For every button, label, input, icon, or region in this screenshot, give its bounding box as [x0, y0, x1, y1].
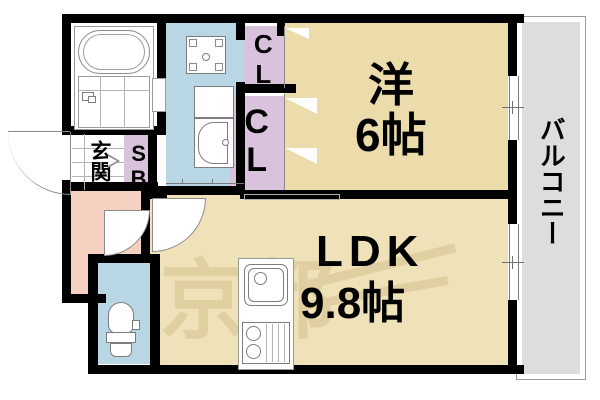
- genkan-step-2: [72, 162, 124, 163]
- label-closet-lower: CL: [237, 103, 276, 179]
- washroom-threshold-tick-2: [212, 179, 213, 184]
- wall-closet-divider: [236, 84, 296, 93]
- label-ldk-size: 9.8帖: [300, 279, 406, 328]
- wall-sb-right: [148, 126, 157, 191]
- closet-folding-door-icon-2[interactable]: [285, 98, 317, 130]
- genkan-step-1: [72, 148, 124, 149]
- balcony-sliding-mullion-v2: [512, 256, 513, 269]
- stove-grate-4: [284, 324, 285, 362]
- room-closet-upper: [244, 26, 284, 88]
- label-ldk: LDK: [316, 227, 425, 276]
- wall-6jo-ldk-divider: [340, 190, 516, 199]
- wm-corner-tl: [189, 39, 197, 47]
- kitchen-faucet-icon: [254, 272, 267, 285]
- closet-upper-door-line: [284, 26, 286, 88]
- balcony-sliding-mullion-v: [512, 101, 513, 114]
- balcony-sliding-mullion-2: [502, 262, 524, 263]
- bathtub-inner-icon: [83, 34, 145, 70]
- balcony-sliding-door-icon[interactable]: [509, 76, 519, 140]
- wall-right-upper: [508, 14, 517, 76]
- wall-right-lower: [508, 300, 517, 374]
- wall-6jo-left: [277, 14, 285, 36]
- bath-grid-v2: [124, 76, 125, 128]
- closet-strip-outline: [244, 194, 340, 200]
- wall-washroom-right: [236, 14, 245, 40]
- closet-folding-door-icon-3[interactable]: [285, 148, 317, 180]
- wall-bath-bottom: [62, 126, 166, 135]
- stove-burner-1-icon: [246, 326, 261, 341]
- stove-grate-1: [266, 324, 267, 362]
- toilet-tank-icon: [106, 332, 136, 343]
- wall-washroom-right-2: [236, 82, 245, 192]
- toilet-base-icon: [110, 343, 132, 357]
- vanity-tap-icon: [222, 139, 229, 146]
- bath-grid-v1: [100, 76, 101, 128]
- wall-genkan-bottom: [62, 182, 158, 191]
- wall-washroom-bottom: [157, 186, 245, 195]
- vanity-cabinet-icon: [194, 86, 234, 118]
- stove-burner-2-icon: [246, 344, 261, 359]
- wall-toilet-left: [88, 254, 98, 374]
- wall-left-bath: [62, 14, 71, 134]
- wm-corner-br: [215, 63, 223, 71]
- genkan-step-3: [72, 176, 124, 177]
- entrance-door-icon[interactable]: [8, 132, 71, 195]
- closet-lower-door-line: [284, 94, 286, 190]
- wall-toilet-right: [150, 254, 160, 374]
- entrance-arrow-inner-icon: [108, 156, 117, 166]
- wall-top-left: [62, 14, 524, 23]
- bath-door-panel: [152, 78, 166, 112]
- stove-grate-2: [272, 324, 273, 362]
- shower-head-icon: [88, 96, 96, 103]
- wm-corner-tr: [215, 39, 223, 47]
- wall-hall-bottom: [62, 294, 106, 303]
- entrance-door-leaf: [8, 131, 70, 133]
- washroom-threshold: [166, 183, 244, 184]
- label-western-room-size: 6帖: [355, 109, 427, 161]
- room-shoe-box: [124, 134, 148, 190]
- wm-drain-icon: [202, 53, 210, 61]
- balcony-sliding-mullion: [502, 107, 524, 108]
- wm-corner-bl: [189, 63, 197, 71]
- wall-toilet-top: [88, 254, 160, 263]
- toilet-lever-icon: [132, 320, 140, 330]
- closet-folding-door-icon[interactable]: [285, 28, 309, 50]
- room-ldk: [150, 198, 508, 374]
- wall-right-mid2: [508, 182, 517, 224]
- wall-right-mid: [508, 140, 517, 182]
- wall-bath-right: [157, 14, 166, 134]
- label-shoe-box: SB: [126, 141, 152, 191]
- washroom-threshold-tick-1: [182, 179, 183, 184]
- bath-grid-h1: [78, 90, 150, 91]
- wall-ldk-left-top: [141, 190, 167, 199]
- kitchen-sink-inner-icon: [248, 268, 284, 302]
- wall-bottom: [88, 365, 524, 374]
- vanity-basin-icon: [198, 122, 228, 164]
- label-balcony: バルコニー: [536, 116, 567, 246]
- stove-grate-3: [278, 324, 279, 362]
- toilet-bowl-icon: [108, 302, 134, 334]
- label-entrance: 玄関: [88, 140, 112, 182]
- room-western-6jo: [284, 22, 508, 198]
- wall-hall-left: [62, 190, 71, 302]
- room-balcony: [522, 22, 580, 374]
- label-closet-upper: CL: [248, 29, 279, 89]
- genkan-step-v: [84, 134, 85, 190]
- label-western-room: 洋: [368, 59, 414, 111]
